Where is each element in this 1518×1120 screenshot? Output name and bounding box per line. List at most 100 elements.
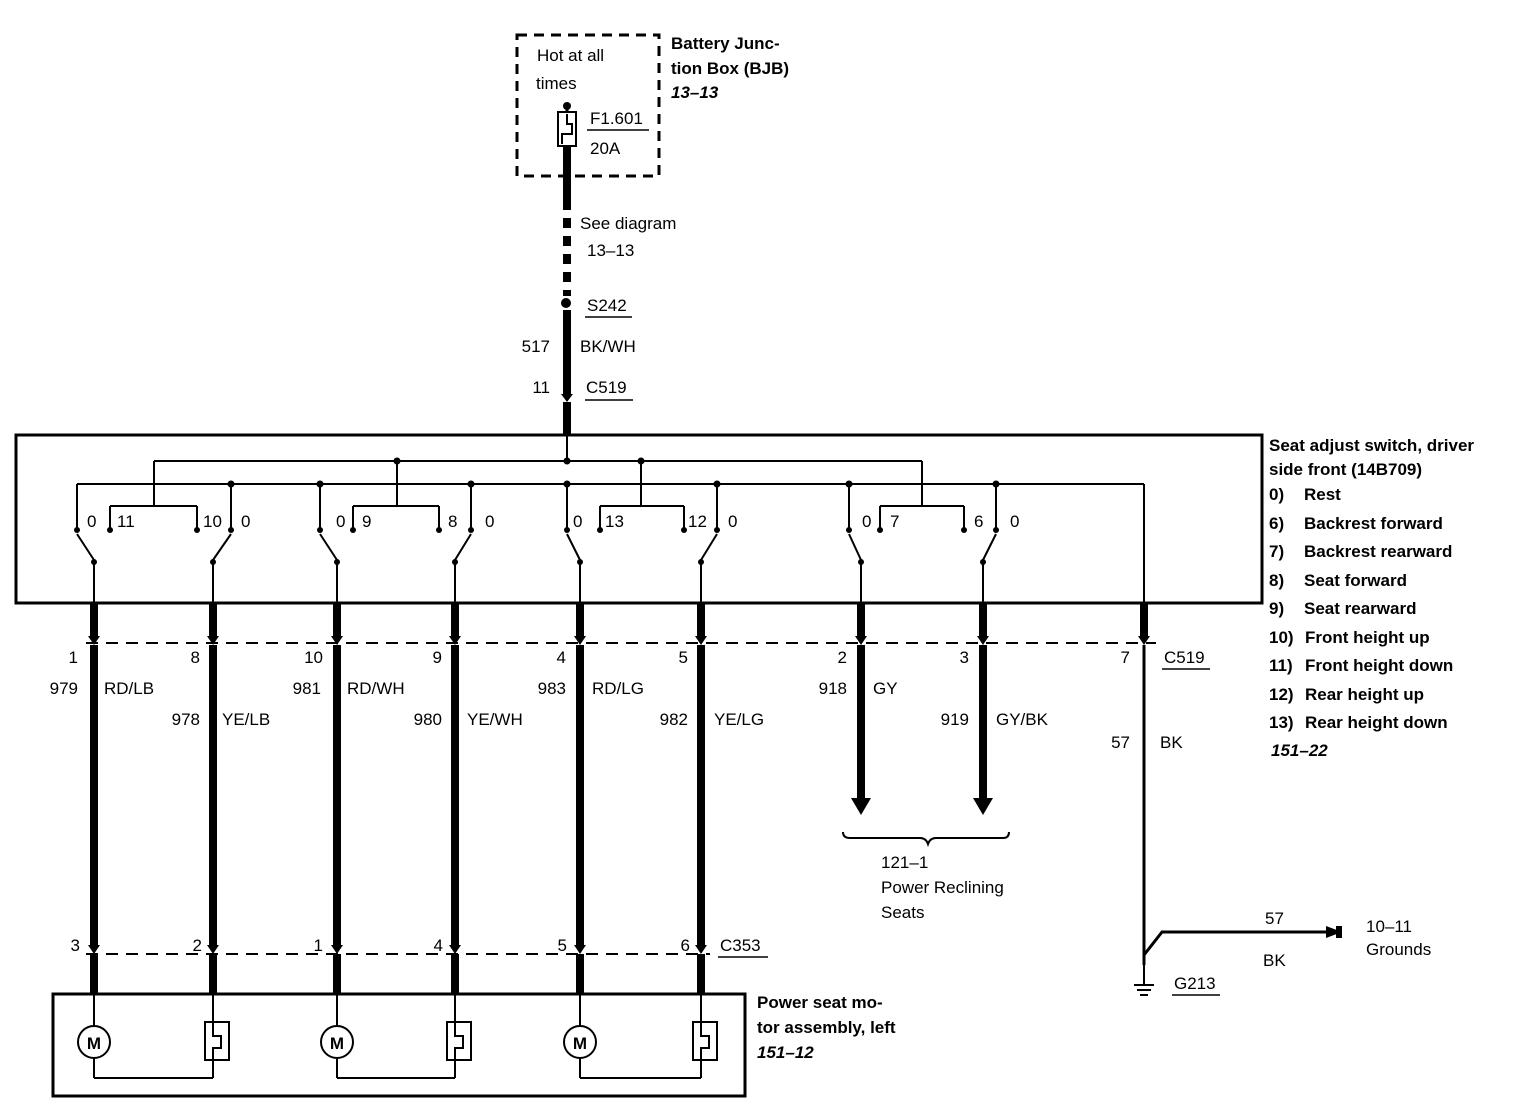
feed-wire-517: See diagram 13–13 S242 517 BK/WH 11 C519: [522, 146, 676, 436]
w980-pin-top: 9: [433, 648, 442, 667]
g4-right-zero: 0: [1010, 512, 1019, 531]
ground-symbol-icon: [1134, 965, 1154, 996]
w981-circuit: 981: [293, 679, 321, 698]
w919-arrow: [977, 636, 989, 645]
w918-arrow: [855, 636, 867, 645]
w980-arrow-2: [449, 945, 461, 954]
wire-978: 8 978 YE/LB 2: [172, 603, 270, 994]
motor-ref: 151–12: [757, 1043, 814, 1062]
g4-left-num: 7: [890, 512, 899, 531]
w978-circuit: 978: [172, 710, 200, 729]
w982-pin-top: 5: [679, 648, 688, 667]
w983-pin-top: 4: [557, 648, 566, 667]
g1-left-pole: [76, 533, 95, 561]
g2-left-num: 9: [362, 512, 371, 531]
circuit-breaker-icon: [446, 1021, 472, 1061]
bjb-dashed-outline: [515, 33, 661, 178]
g4-left-pole: [848, 533, 862, 561]
switch-title-1: Seat adjust switch, driver: [1269, 436, 1474, 455]
g2-dot-1: [317, 527, 323, 533]
bus-junction-2: [563, 457, 571, 465]
bjb-label-1: Battery Junc-: [671, 34, 780, 53]
reclining-brace: [842, 831, 1010, 848]
connector-arrow: [561, 394, 573, 402]
w57-arrow: [1138, 636, 1150, 645]
feed-connector: C519: [586, 378, 627, 397]
w979-pin-bottom: 3: [71, 936, 80, 955]
g4-dot-4: [993, 527, 999, 533]
bjb-hot-text-2: times: [536, 74, 577, 93]
g4-dot-2: [877, 527, 883, 533]
reclining-label-2: Seats: [881, 903, 924, 922]
ground-branch-wire: [1142, 930, 1326, 956]
legend-num: 8): [1269, 571, 1284, 590]
w981-arrow: [331, 636, 343, 645]
w918-color: GY: [873, 679, 898, 698]
w982-color: YE/LG: [714, 710, 764, 729]
feed-color: BK/WH: [580, 337, 636, 356]
g4-right-num: 6: [974, 512, 983, 531]
bjb-label-2: tion Box (BJB): [671, 59, 789, 78]
legend-num: 7): [1269, 542, 1284, 561]
g4-right-pole: [982, 533, 997, 561]
c519-label: C519: [1164, 648, 1205, 667]
circuit-breaker-icon: [204, 1021, 230, 1061]
switch-group-front-height: 0 11 10 0: [74, 484, 250, 603]
bjb-ref: 13–13: [671, 83, 719, 102]
legend-text: Backrest forward: [1304, 514, 1443, 533]
g1-left-num: 11: [117, 512, 135, 531]
w981-pin-bottom: 1: [314, 936, 323, 955]
legend-text: Rest: [1304, 485, 1341, 504]
splice-dot: [561, 298, 571, 308]
w919-circuit: 919: [941, 710, 969, 729]
wire-57-ground: 7 57 BK 57 BK 10–11 Grounds G213: [1111, 603, 1431, 996]
wire-981: 10 981 RD/WH 1: [293, 603, 405, 994]
legend-text: Seat forward: [1304, 571, 1407, 590]
fuse-id: F1.601: [590, 109, 643, 128]
w978-pin-top: 8: [191, 648, 200, 667]
g3-dot-2: [597, 527, 603, 533]
grounds-label: Grounds: [1366, 940, 1431, 959]
g2-dot-2: [350, 527, 356, 533]
w982-arrow-2: [695, 945, 707, 954]
w983-circuit: 983: [538, 679, 566, 698]
w918-circuit: 918: [819, 679, 847, 698]
g4-left-zero: 0: [862, 512, 871, 531]
fuse-element: [561, 114, 573, 144]
wire-919: 3 919 GY/BK: [941, 603, 1049, 815]
g2-right-zero: 0: [485, 512, 494, 531]
w981-color: RD/WH: [347, 679, 405, 698]
w980-pin-bottom: 4: [434, 936, 443, 955]
w980-color: YE/WH: [467, 710, 523, 729]
w980-arrow: [449, 636, 461, 645]
w981-arrow-2: [331, 945, 343, 954]
switch-group-rear-height: 0 13 12 0: [564, 484, 737, 603]
g2-right-pole: [454, 533, 472, 561]
motor-2: M: [320, 994, 472, 1079]
ground-color: BK: [1263, 951, 1286, 970]
w918-end-arrow: [851, 798, 871, 815]
wire-983: 4 983 RD/LG 5: [538, 603, 644, 994]
motor-symbol: M: [330, 1034, 344, 1053]
c353-label: C353: [720, 936, 761, 955]
w978-pin-bottom: 2: [193, 936, 202, 955]
g3-right-pole: [700, 533, 718, 561]
legend-num: 9): [1269, 599, 1284, 618]
w978-color: YE/LB: [222, 710, 270, 729]
w982-circuit: 982: [660, 710, 688, 729]
g1-left-zero: 0: [87, 512, 96, 531]
legend-num: 0): [1269, 485, 1284, 504]
w978-arrow-2: [207, 945, 219, 954]
w983-pin-bottom: 5: [558, 936, 567, 955]
w979-arrow-2: [88, 945, 100, 954]
w978-arrow: [207, 636, 219, 645]
g1-right-num: 10: [203, 512, 222, 531]
legend-num: 11): [1269, 656, 1293, 675]
g1-right-pole: [212, 533, 232, 561]
m1-breaker-element: [212, 1022, 222, 1060]
m3-breaker-element: [700, 1022, 710, 1060]
legend-text: Front height up: [1305, 628, 1430, 647]
g1-dot-2: [107, 527, 113, 533]
g1-dot-4: [228, 527, 234, 533]
